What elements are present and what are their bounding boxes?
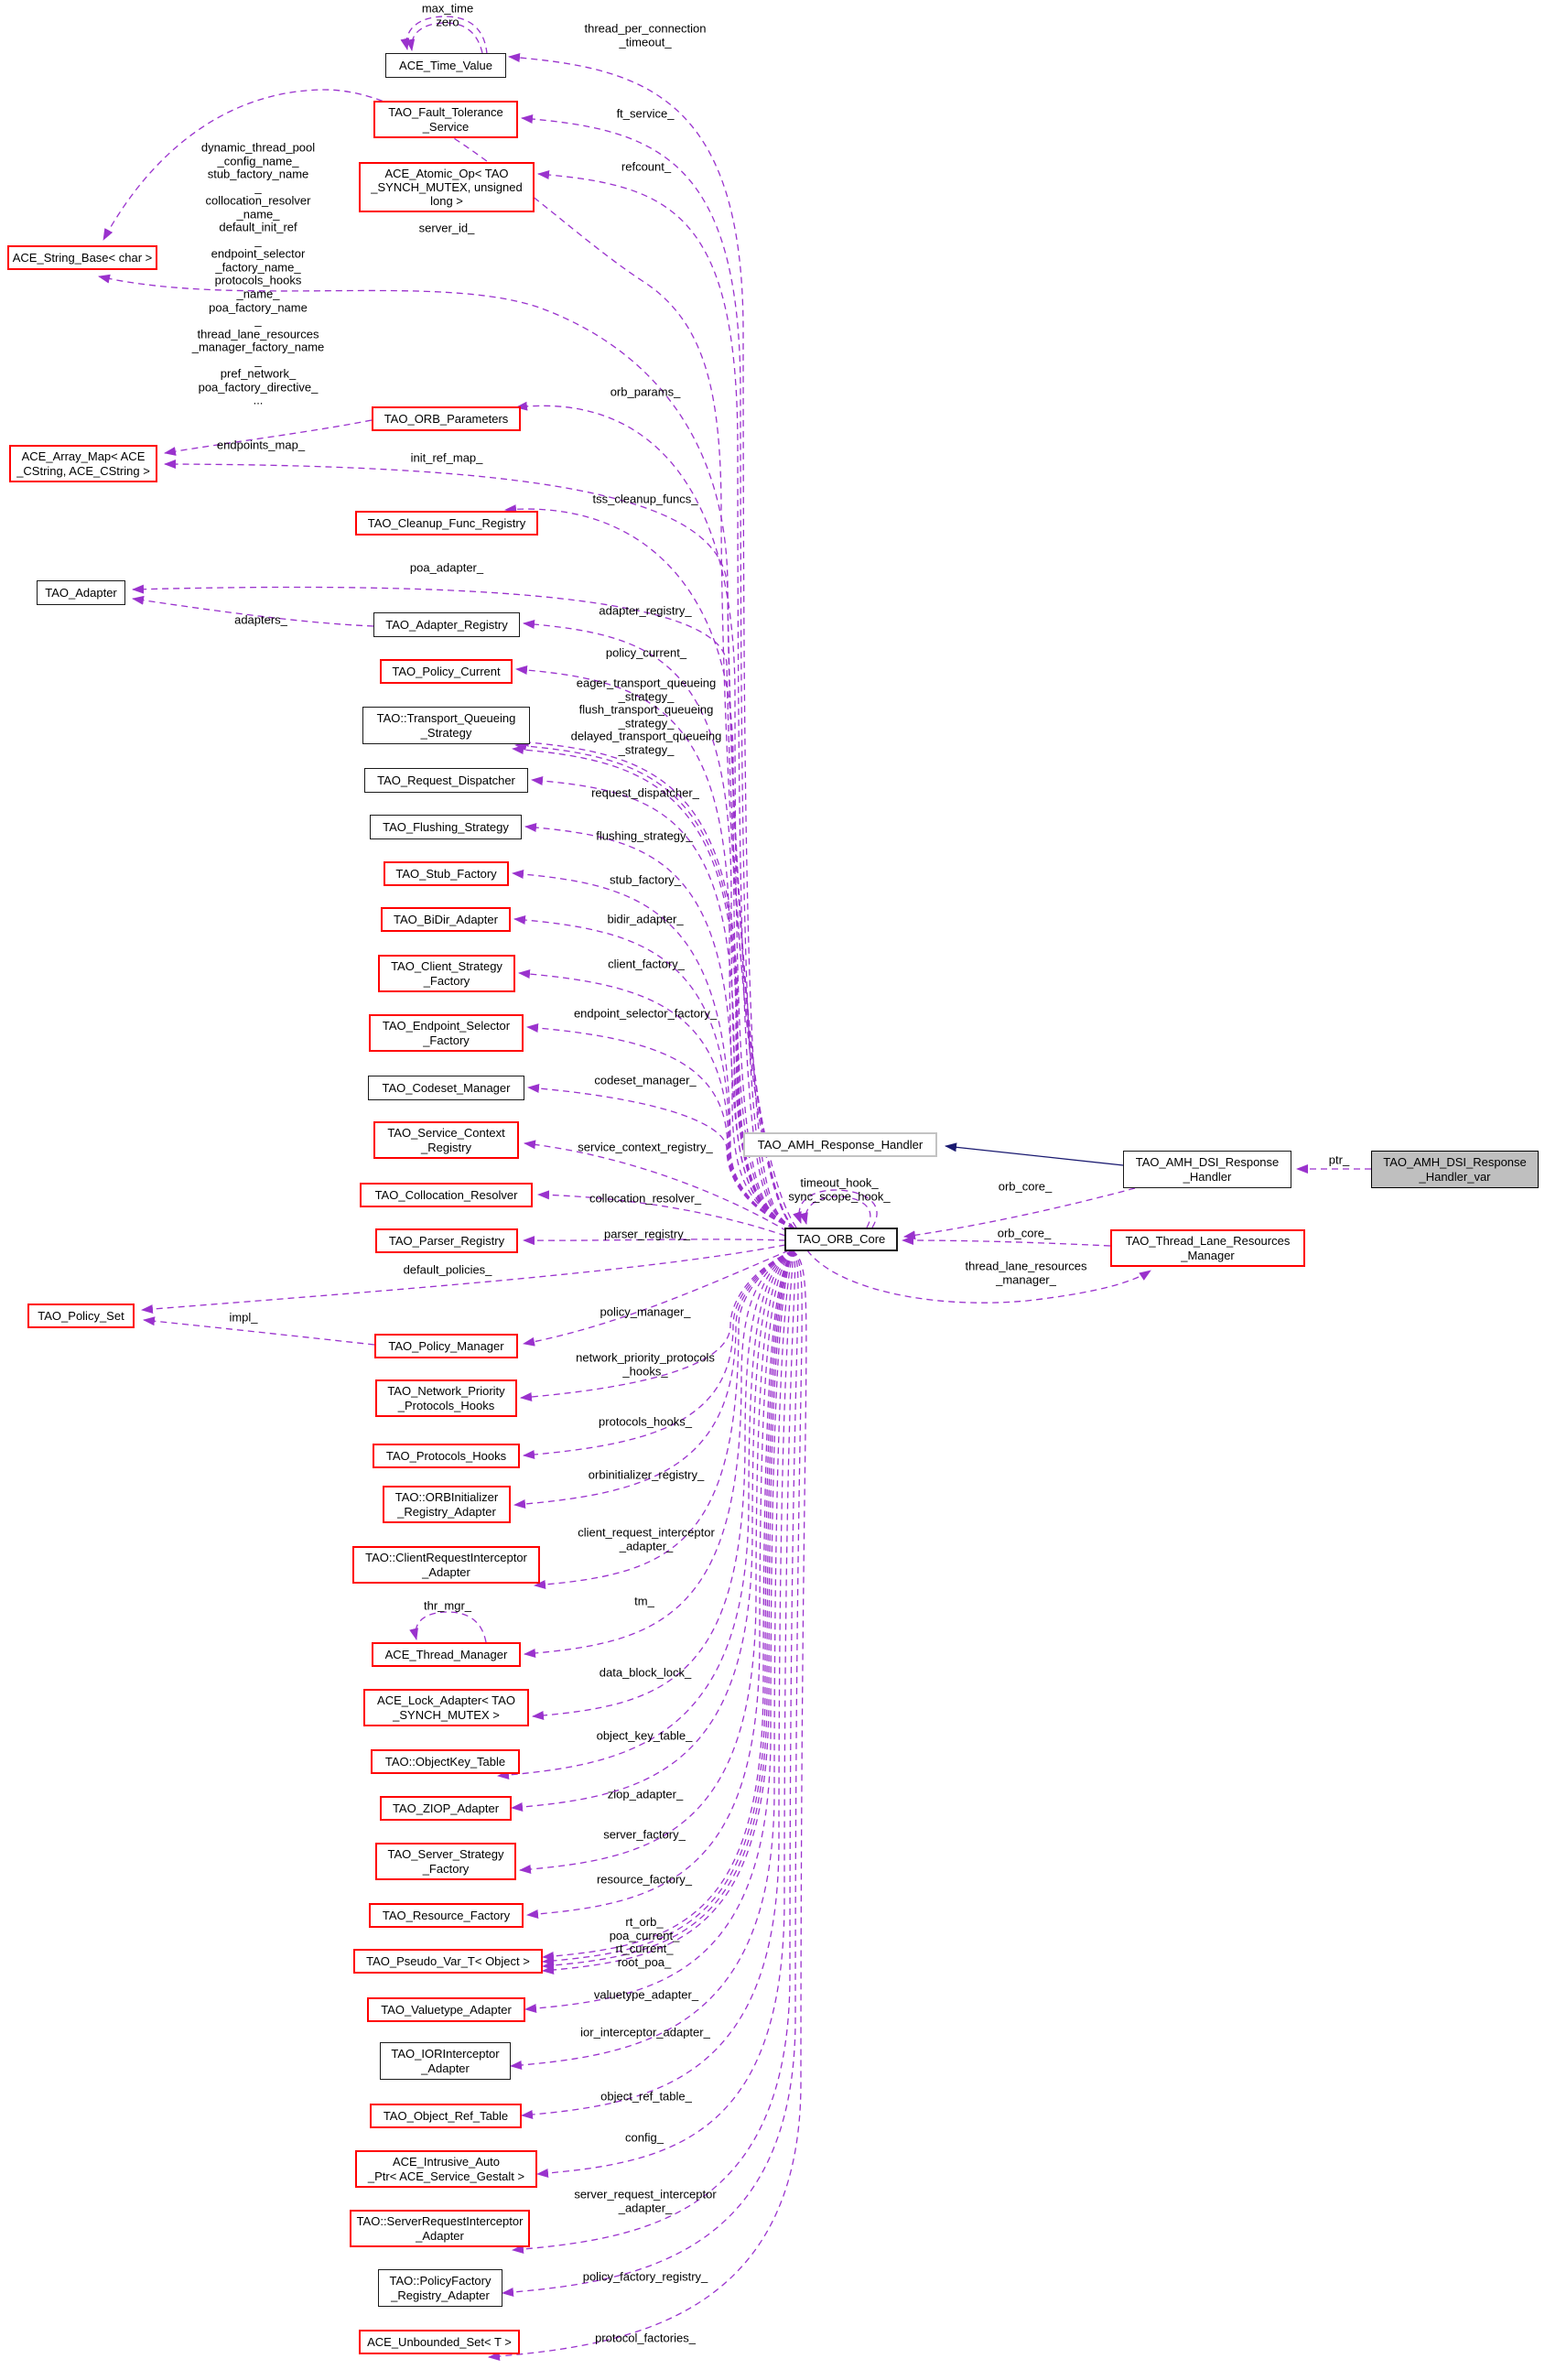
- node-tao-service-context-registry[interactable]: TAO_Service_Context _Registry: [373, 1121, 519, 1159]
- edge-label-request-dispatcher: request_dispatcher_: [591, 785, 699, 800]
- node-tao-orbinitializer-registry-adapter[interactable]: TAO::ORBInitializer _Registry_Adapter: [383, 1486, 511, 1523]
- edge-label-policy-manager: policy_manager_: [600, 1304, 691, 1319]
- edge-label-ptr: ptr_: [1328, 1152, 1350, 1167]
- node-tao-endpoint-selector-factory[interactable]: TAO_Endpoint_Selector _Factory: [369, 1014, 524, 1052]
- edge-label-endpoint-selector-factory: endpoint_selector_factory_: [573, 1006, 718, 1021]
- edge-label-bidir-adapter: bidir_adapter_: [607, 912, 684, 926]
- edge-label-orb-core-upper: orb_core_: [998, 1179, 1053, 1194]
- node-tao-policyfactory-registry-adapter[interactable]: TAO::PolicyFactory _Registry_Adapter: [378, 2269, 502, 2307]
- edge-label-thread-per-connection-timeout: thread_per_connection _timeout_: [584, 21, 707, 49]
- node-tao-request-dispatcher[interactable]: TAO_Request_Dispatcher: [364, 768, 528, 793]
- edge-label-init-ref-map: init_ref_map_: [410, 450, 483, 465]
- edge-label-tm: tm_: [634, 1594, 654, 1608]
- edge-label-server-request-interceptor-adapter: server_request_interceptor _adapter_: [574, 2187, 717, 2214]
- edge-label-protocols-hooks: protocols_hooks_: [599, 1414, 692, 1429]
- node-tao-amh-response-handler[interactable]: TAO_AMH_Response_Handler: [743, 1132, 937, 1157]
- edge-label-transport-queueing-strategies: eager_transport_queueing _strategy_ flus…: [570, 676, 722, 757]
- node-ace-string-base[interactable]: ACE_String_Base< char >: [7, 245, 157, 270]
- node-tao-valuetype-adapter[interactable]: TAO_Valuetype_Adapter: [367, 1997, 525, 2022]
- node-ace-time-value[interactable]: ACE_Time_Value: [385, 53, 506, 78]
- edge-label-poa-adapter: poa_adapter_: [409, 560, 484, 575]
- node-tao-fault-tolerance-service[interactable]: TAO_Fault_Tolerance _Service: [373, 101, 518, 138]
- node-tao-cleanup-func-registry[interactable]: TAO_Cleanup_Func_Registry: [355, 511, 538, 536]
- node-tao-orb-parameters[interactable]: TAO_ORB_Parameters: [372, 406, 521, 431]
- node-tao-collocation-resolver[interactable]: TAO_Collocation_Resolver: [360, 1183, 533, 1207]
- node-tao-codeset-manager[interactable]: TAO_Codeset_Manager: [368, 1076, 524, 1100]
- edge-label-timeout-sync-scope-hooks: timeout_hook_ sync_scope_hook_: [788, 1175, 891, 1203]
- edge-label-policy-current: policy_current_: [605, 645, 687, 660]
- edge-label-service-context-registry: service_context_registry_: [578, 1140, 713, 1154]
- node-tao-flushing-strategy[interactable]: TAO_Flushing_Strategy: [370, 815, 522, 839]
- node-tao-client-strategy-factory[interactable]: TAO_Client_Strategy _Factory: [378, 955, 515, 992]
- edge-label-server-id: server_id_: [418, 221, 475, 235]
- node-tao-ziop-adapter[interactable]: TAO_ZIOP_Adapter: [380, 1796, 512, 1821]
- node-tao-objectkey-table[interactable]: TAO::ObjectKey_Table: [371, 1749, 520, 1774]
- node-tao-parser-registry[interactable]: TAO_Parser_Registry: [375, 1228, 518, 1253]
- node-ace-atomic-op[interactable]: ACE_Atomic_Op< TAO _SYNCH_MUTEX, unsigne…: [359, 162, 535, 212]
- edge-label-codeset-manager: codeset_manager_: [594, 1073, 697, 1087]
- node-tao-thread-lane-resources-manager[interactable]: TAO_Thread_Lane_Resources _Manager: [1110, 1229, 1305, 1267]
- edge-label-object-ref-table: object_ref_table_: [600, 2089, 692, 2104]
- edge-label-network-priority-protocols-hooks: network_priority_protocols _hooks_: [576, 1350, 715, 1378]
- node-tao-resource-factory[interactable]: TAO_Resource_Factory: [369, 1903, 524, 1928]
- edge-label-ziop-adapter: ziop_adapter_: [607, 1787, 684, 1801]
- node-tao-orb-core[interactable]: TAO_ORB_Core: [784, 1228, 898, 1251]
- edge-label-default-policies: default_policies_: [403, 1262, 492, 1277]
- node-tao-pseudo-var-t[interactable]: TAO_Pseudo_Var_T< Object >: [353, 1949, 543, 1974]
- node-ace-unbounded-set[interactable]: ACE_Unbounded_Set< T >: [359, 2330, 520, 2354]
- edge-label-rt-poa-currents: rt_orb_ poa_current_ rt_current_ root_po…: [609, 1914, 680, 1969]
- node-ace-intrusive-auto-ptr[interactable]: ACE_Intrusive_Auto _Ptr< ACE_Service_Ges…: [355, 2150, 537, 2188]
- node-tao-stub-factory[interactable]: TAO_Stub_Factory: [384, 861, 509, 886]
- edge-label-refcount: refcount_: [621, 159, 672, 174]
- node-tao-adapter[interactable]: TAO_Adapter: [37, 580, 125, 605]
- node-tao-network-priority-protocols-hooks[interactable]: TAO_Network_Priority _Protocols_Hooks: [375, 1379, 517, 1417]
- node-tao-object-ref-table[interactable]: TAO_Object_Ref_Table: [370, 2104, 522, 2128]
- node-tao-policy-set[interactable]: TAO_Policy_Set: [27, 1304, 135, 1328]
- edge-label-stub-factory: stub_factory_: [609, 872, 682, 887]
- edge-label-ft-service: ft_service_: [616, 106, 675, 121]
- edge-label-adapters: adapters_: [234, 612, 287, 627]
- edge-label-object-key-table: object_key_table_: [596, 1728, 693, 1743]
- edge-label-client-request-interceptor-adapter: client_request_interceptor _adapter_: [578, 1525, 715, 1552]
- node-tao-adapter-registry[interactable]: TAO_Adapter_Registry: [373, 612, 520, 637]
- edge-label-max-time-zero: max_time zero: [421, 1, 474, 28]
- edge-label-valuetype-adapter: valuetype_adapter_: [593, 1987, 699, 2002]
- node-tao-policy-current[interactable]: TAO_Policy_Current: [380, 659, 513, 684]
- node-tao-amh-dsi-response-handler-var[interactable]: TAO_AMH_DSI_Response _Handler_var: [1371, 1151, 1539, 1188]
- node-tao-protocols-hooks[interactable]: TAO_Protocols_Hooks: [373, 1444, 520, 1468]
- edge-label-orbinitializer-registry: orbinitializer_registry_: [588, 1467, 705, 1482]
- edge-label-orb-core-lower: orb_core_: [997, 1226, 1052, 1240]
- edge-label-orb-params: orb_params_: [610, 384, 681, 399]
- edge-label-data-block-lock: data_block_lock_: [599, 1665, 692, 1680]
- edge-label-parser-registry: parser_registry_: [604, 1227, 690, 1241]
- edge-label-policy-factory-registry: policy_factory_registry_: [582, 2269, 708, 2284]
- node-tao-iorinterceptor-adapter[interactable]: TAO_IORInterceptor _Adapter: [380, 2042, 511, 2080]
- edge-label-protocol-factories: protocol_factories_: [595, 2331, 696, 2345]
- edge-label-tss-cleanup-funcs: tss_cleanup_funcs_: [592, 492, 698, 506]
- node-tao-server-strategy-factory[interactable]: TAO_Server_Strategy _Factory: [375, 1843, 516, 1880]
- node-tao-amh-dsi-response-handler[interactable]: TAO_AMH_DSI_Response _Handler: [1123, 1151, 1291, 1188]
- node-tao-bidir-adapter[interactable]: TAO_BiDir_Adapter: [381, 907, 511, 932]
- node-ace-thread-manager[interactable]: ACE_Thread_Manager: [372, 1642, 521, 1667]
- edge-label-endpoints-map: endpoints_map_: [216, 438, 306, 452]
- edge-label-adapter-registry: adapter_registry_: [599, 603, 692, 618]
- node-ace-array-map[interactable]: ACE_Array_Map< ACE _CString, ACE_CString…: [9, 445, 157, 482]
- node-tao-clientrequestinterceptor-adapter[interactable]: TAO::ClientRequestInterceptor _Adapter: [352, 1546, 540, 1584]
- edge-label-config: config_: [625, 2130, 664, 2145]
- edge-label-flushing-strategy: flushing_strategy_: [596, 828, 693, 843]
- node-tao-transport-queueing-strategy[interactable]: TAO::Transport_Queueing _Strategy: [362, 707, 530, 744]
- edge-label-client-factory: client_factory_: [608, 957, 685, 971]
- edge-label-ior-interceptor-adapter: ior_interceptor_adapter_: [580, 2025, 710, 2039]
- edge-label-resource-factory: resource_factory_: [596, 1872, 693, 1887]
- edge-label-server-factory: server_factory_: [603, 1827, 686, 1842]
- edge-label-collocation-resolver: collocation_resolver_: [589, 1191, 702, 1206]
- node-tao-policy-manager[interactable]: TAO_Policy_Manager: [374, 1334, 518, 1358]
- node-tao-serverrequestinterceptor-adapter[interactable]: TAO::ServerRequestInterceptor _Adapter: [350, 2210, 530, 2247]
- edge-label-thread-lane-resources-manager: thread_lane_resources _manager_: [965, 1259, 1087, 1286]
- node-ace-lock-adapter[interactable]: ACE_Lock_Adapter< TAO _SYNCH_MUTEX >: [363, 1689, 529, 1726]
- edge-label-string-members: dynamic_thread_pool _config_name_ stub_f…: [191, 140, 325, 407]
- edge-label-thr-mgr: thr_mgr_: [423, 1598, 472, 1613]
- edge-label-impl: impl_: [229, 1310, 258, 1325]
